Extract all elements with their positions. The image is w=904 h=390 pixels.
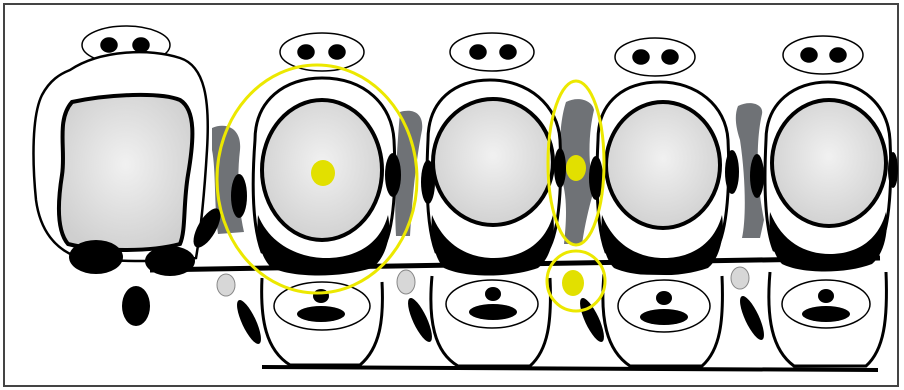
left-end-cell — [34, 52, 226, 326]
cell-4-side-left — [750, 154, 764, 198]
lower-cell-3 — [576, 274, 723, 366]
top-eye-4 — [783, 36, 863, 74]
top-eye-shapes — [82, 26, 863, 76]
cell-3-side-right — [725, 150, 739, 194]
cell-4 — [750, 82, 898, 272]
lower-cell-2-bar — [469, 304, 517, 320]
cell-3-nucleus — [606, 102, 720, 228]
highlight-vertical-dot — [566, 155, 586, 181]
lower-cell-3-bar — [640, 309, 688, 325]
lower-cell-2 — [397, 270, 550, 366]
lower-cell-2-gray-oval — [397, 270, 415, 294]
cell-1-side-left — [231, 174, 247, 218]
cell-1-side-right — [385, 153, 401, 197]
top-eye-3 — [615, 38, 695, 76]
cell-4-side-right — [888, 152, 898, 188]
cell-3 — [589, 82, 739, 276]
cell-2-side-left — [421, 160, 435, 204]
left-cell-inner — [59, 95, 193, 250]
cell-2 — [421, 80, 566, 276]
lower-cell-4-tail — [736, 293, 769, 342]
top-eye-2 — [450, 33, 534, 71]
lower-cell-3-dot — [656, 291, 672, 305]
lower-cells — [217, 267, 886, 366]
lower-cell-4-bar — [802, 306, 850, 322]
lower-cell-4 — [731, 267, 886, 366]
lower-cell-4-dot — [818, 289, 834, 303]
cell-2-nucleus — [433, 99, 553, 225]
left-blob-2 — [122, 286, 150, 326]
bottom-line — [262, 367, 878, 370]
highlight-large-dot — [311, 160, 335, 186]
highlight-small-dot — [562, 270, 584, 296]
lower-cell-1-bar — [297, 306, 345, 322]
left-blob-0 — [69, 240, 123, 274]
cell-2-side-right — [554, 148, 566, 188]
lower-cell-1-gray-oval — [217, 274, 235, 296]
cell-4-nucleus — [772, 100, 886, 226]
lower-cell-4-gray-oval — [731, 267, 749, 289]
lower-cell-2-dot — [485, 287, 501, 301]
lower-cell-1 — [217, 274, 382, 365]
